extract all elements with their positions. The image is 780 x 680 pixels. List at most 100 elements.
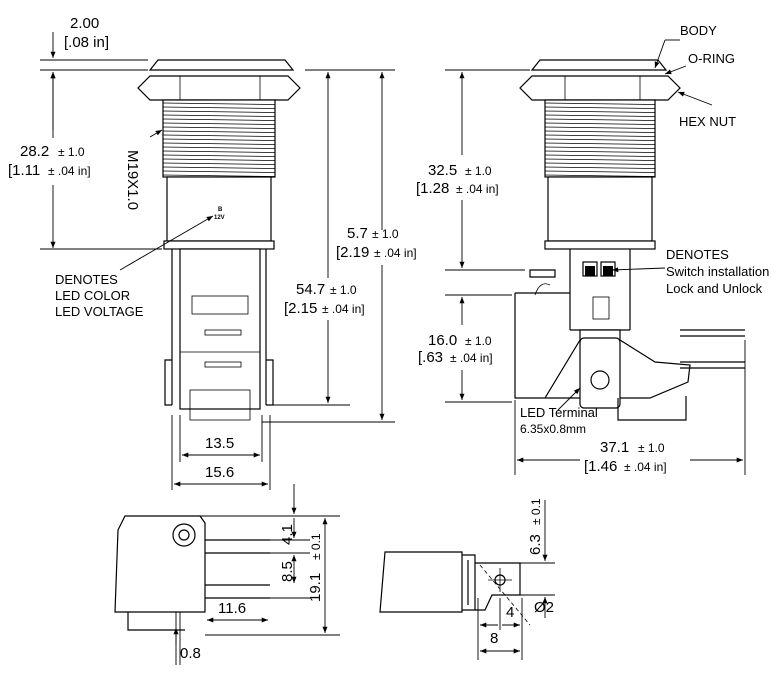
top-thickness-inch: [.08 in] xyxy=(64,34,109,51)
lower-height-tol: ± 1.0 xyxy=(465,334,492,348)
top-thickness-value: 2.00 xyxy=(70,15,99,32)
dim-63: 6.3 xyxy=(527,534,544,555)
hexnut-label: HEX NUT xyxy=(679,114,736,129)
thread-lines xyxy=(544,102,656,177)
lower-height-inch-tol: ± .04 in] xyxy=(450,351,493,365)
thread-line xyxy=(162,130,276,133)
thread-line xyxy=(544,166,656,169)
thread-line xyxy=(544,142,656,145)
led-terminal-size: 6.35x0.8mm xyxy=(520,422,586,436)
thread-length-value: 28.2 xyxy=(20,143,49,160)
body-height-tol: ± 1.0 xyxy=(330,283,357,297)
front-view: B 12V 2.00 [.08 in] 28.2 ± 1.0 [1.11 ± .… xyxy=(8,15,417,490)
thread-length-inch-tol: ± .04 in] xyxy=(48,164,91,178)
thread-line xyxy=(162,134,276,137)
inner-width-value: 13.5 xyxy=(205,435,234,452)
thread-line xyxy=(544,114,656,117)
thread-line xyxy=(544,106,656,109)
denotes-switch-3: Lock and Unlock xyxy=(666,281,763,296)
denotes-switch-2: Switch installation xyxy=(666,264,769,279)
terminal-detail-right: 6.3 ± 0.1 4 Ø2 8 xyxy=(379,498,555,660)
dim-63-tol: ± 0.1 xyxy=(529,498,543,525)
dim-phi2: Ø2 xyxy=(534,599,554,616)
terminal-detail-left: 4.1 8.5 19.1 ± 0.1 11.6 0.8 xyxy=(114,484,340,665)
thread-line xyxy=(162,118,276,121)
thread-line xyxy=(544,174,656,177)
dim-116: 11.6 xyxy=(218,600,246,617)
thread-line xyxy=(162,110,276,113)
thread-line xyxy=(544,170,656,173)
thread-line xyxy=(162,154,276,157)
denotes-label-1: DENOTES xyxy=(55,272,118,287)
dim-8: 8 xyxy=(490,630,498,647)
thread-line xyxy=(544,102,656,105)
led-color-code: B xyxy=(218,207,223,213)
thread-line xyxy=(544,162,656,165)
oring-label: O-RING xyxy=(688,51,735,66)
thread-line xyxy=(162,106,276,109)
dim-41: 4.1 xyxy=(279,524,296,545)
thread-line xyxy=(162,150,276,153)
br-dimension-lines xyxy=(477,500,555,660)
denotes-label-2: LED COLOR xyxy=(55,288,130,303)
thread-line xyxy=(162,166,276,169)
lower-height-value: 16.0 xyxy=(428,332,457,349)
thread-line xyxy=(544,138,656,141)
thread-line xyxy=(544,150,656,153)
thread-line xyxy=(162,114,276,117)
dim-4: 4 xyxy=(506,604,514,621)
denotes-label-3: LED VOLTAGE xyxy=(55,304,144,319)
thread-line xyxy=(162,102,276,105)
thread-line xyxy=(162,142,276,145)
width-tol: ± 1.0 xyxy=(638,441,665,455)
thread-length-inch: [1.11 xyxy=(8,162,40,179)
thread-line xyxy=(162,126,276,129)
thread-line xyxy=(544,122,656,125)
side-dimension-lines xyxy=(445,39,746,475)
denotes-switch-1: DENOTES xyxy=(666,247,729,262)
body-height-inch-tol: ± .04 in] xyxy=(322,302,365,316)
front-dimension-lines xyxy=(40,32,395,490)
led-terminal-label: LED Terminal xyxy=(520,405,598,420)
body-height-inch: [2.15 xyxy=(284,300,317,317)
body-height-value: 54.7 xyxy=(296,281,325,298)
thread-line xyxy=(162,146,276,149)
thread-line xyxy=(162,162,276,165)
upper-height-inch-tol: ± .04 in] xyxy=(456,182,499,196)
upper-height-value: 32.5 xyxy=(428,162,457,179)
led-voltage-code: 12V xyxy=(214,215,225,221)
side-view: BODY O-RING HEX NUT 32.5 ± 1.0 [1.28 ± .… xyxy=(416,23,769,475)
upper-height-tol: ± 1.0 xyxy=(465,164,492,178)
thread-length-tol: ± 1.0 xyxy=(58,145,85,159)
total-height-value: 5.7 xyxy=(347,225,368,242)
thread-line xyxy=(544,154,656,157)
thread-spec-label: M19X1.0 xyxy=(124,150,141,210)
thread-line xyxy=(544,118,656,121)
thread-line xyxy=(544,146,656,149)
total-height-inch: [2.19 xyxy=(336,244,369,261)
thread-line xyxy=(162,138,276,141)
thread-line xyxy=(162,170,276,173)
upper-height-inch: [1.28 xyxy=(416,180,449,197)
width-inch: [1.46 xyxy=(584,458,617,475)
total-height-inch-tol: ± .04 in] xyxy=(374,246,417,260)
dim-191-tol: ± 0.1 xyxy=(309,533,323,560)
thread-line xyxy=(544,110,656,113)
thread-line xyxy=(544,158,656,161)
total-height-tol: ± 1.0 xyxy=(372,227,399,241)
thread-line xyxy=(162,158,276,161)
body-label: BODY xyxy=(680,23,717,38)
thread-line xyxy=(162,174,276,177)
outer-width-value: 15.6 xyxy=(205,464,234,481)
dim-191: 19.1 xyxy=(307,573,324,602)
dim-85: 8.5 xyxy=(279,561,296,582)
dim-08: 0.8 xyxy=(180,645,201,662)
thread-line xyxy=(162,122,276,125)
width-inch-tol: ± .04 in] xyxy=(624,460,667,474)
thread-line xyxy=(544,134,656,137)
thread-line xyxy=(544,130,656,133)
thread-line xyxy=(544,126,656,129)
thread-lines xyxy=(162,102,276,177)
bl-dimension-lines xyxy=(173,484,340,665)
